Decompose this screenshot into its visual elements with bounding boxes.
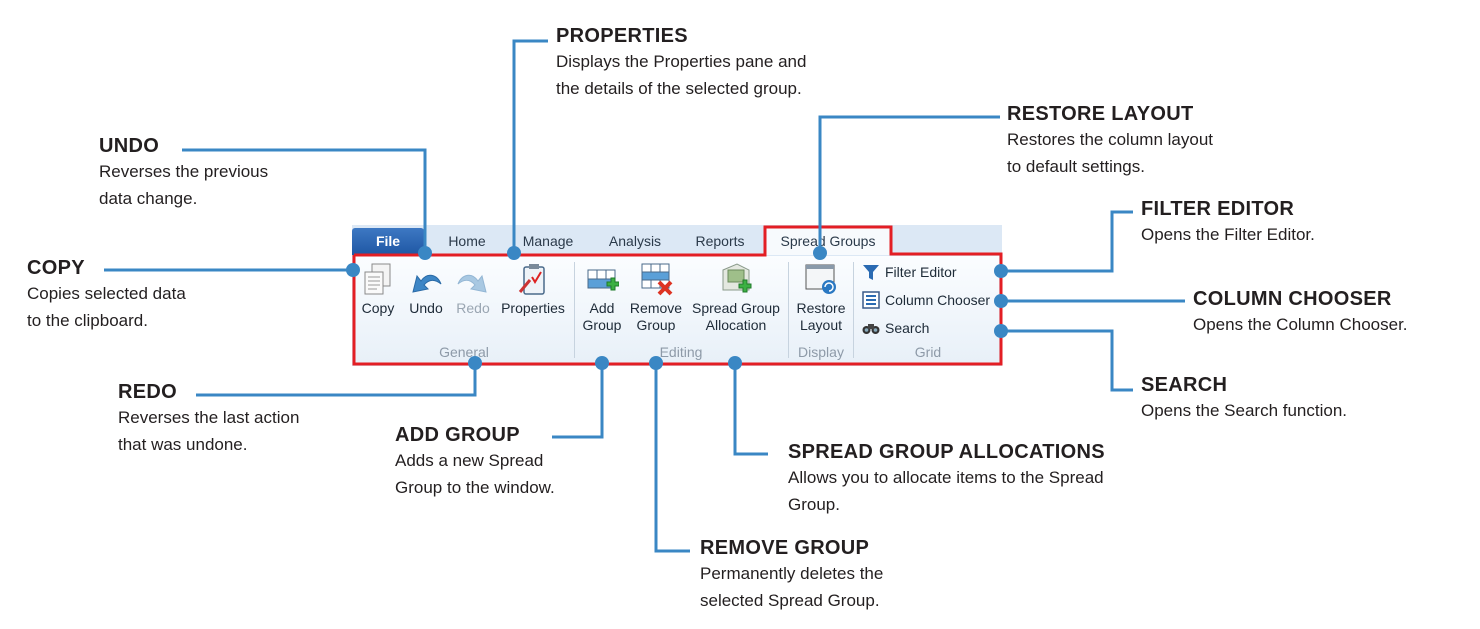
callout-add-group: ADD GROUP Adds a new Spread Group to the…: [395, 423, 555, 501]
callout-remove-group: REMOVE GROUP Permanently deletes the sel…: [700, 536, 883, 614]
group-separator: [853, 262, 854, 358]
callout-search: SEARCH Opens the Search function.: [1141, 373, 1347, 424]
remove-group-icon: [639, 262, 673, 298]
spread-group-allocation-label-line1: Spread Group: [692, 300, 780, 316]
ribbon-panel: [355, 256, 999, 363]
redo-button[interactable]: Redo: [452, 262, 494, 317]
copy-button[interactable]: Copy: [358, 262, 398, 317]
callout-description: Reverses the previous: [99, 162, 269, 181]
callout-undo: UNDO Reverses the previous data change.: [99, 134, 268, 212]
properties-label: Properties: [501, 300, 565, 316]
callout-description: Reverses the last action: [118, 408, 300, 427]
callout-description: Adds a new Spread: [395, 451, 544, 470]
group-label-general: General: [439, 344, 489, 360]
restore-layout-button[interactable]: Restore Layout: [792, 262, 850, 334]
column-chooser-label: Column Chooser: [885, 292, 991, 308]
properties-icon: [516, 262, 550, 298]
callout-column-chooser: COLUMN CHOOSER Opens the Column Chooser.: [1193, 287, 1408, 338]
restore-layout-icon: [804, 262, 838, 298]
callout-description: Permanently deletes the: [700, 564, 884, 583]
callout-title: COLUMN CHOOSER: [1193, 288, 1392, 310]
remove-group-label-line1: Remove: [629, 300, 683, 316]
callout-description: Group.: [788, 495, 840, 514]
callout-title: SPREAD GROUP ALLOCATIONS: [788, 441, 1105, 463]
tab-home[interactable]: Home: [448, 233, 486, 249]
properties-button[interactable]: Properties: [498, 262, 568, 317]
filter-editor-label: Filter Editor: [885, 264, 957, 280]
group-label-display: Display: [798, 344, 844, 360]
callout-filter-editor: FILTER EDITOR Opens the Filter Editor.: [1141, 197, 1315, 248]
group-separator: [574, 262, 575, 358]
callout-title: PROPERTIES: [556, 25, 688, 47]
spread-group-allocation-icon: [719, 262, 753, 298]
callout-description: the details of the selected group.: [556, 79, 802, 98]
callout-title: FILTER EDITOR: [1141, 198, 1295, 220]
callout-properties: PROPERTIES Displays the Properties pane …: [556, 24, 806, 102]
callout-restore-layout: RESTORE LAYOUT Restores the column layou…: [1007, 102, 1213, 180]
callout-description: Opens the Search function.: [1141, 401, 1348, 420]
remove-group-button[interactable]: Remove Group: [628, 262, 684, 334]
group-label-editing: Editing: [659, 344, 703, 360]
callout-description: Opens the Filter Editor.: [1141, 225, 1315, 244]
filter-icon: [862, 263, 880, 281]
undo-icon: [409, 262, 443, 298]
group-separator: [788, 262, 789, 358]
restore-layout-label-line2: Layout: [799, 317, 843, 333]
callout-description: that was undone.: [118, 435, 248, 454]
copy-label: Copy: [361, 300, 395, 316]
add-group-icon: [585, 262, 620, 298]
search-button[interactable]: Search: [862, 318, 929, 338]
callout-redo: REDO Reverses the last action that was u…: [118, 380, 299, 458]
spread-group-allocation-label-line2: Allocation: [705, 317, 767, 333]
callout-title: COPY: [27, 257, 85, 279]
callout-description: data change.: [99, 189, 198, 208]
search-label: Search: [885, 320, 930, 336]
binoculars-icon: [862, 319, 880, 337]
callout-description: Opens the Column Chooser.: [1193, 315, 1408, 334]
remove-group-label-line2: Group: [636, 317, 676, 333]
column-chooser-button[interactable]: Column Chooser: [862, 290, 990, 310]
redo-icon: [456, 262, 490, 298]
callout-title: UNDO: [99, 135, 160, 157]
undo-label: Undo: [409, 300, 443, 316]
redo-label: Redo: [456, 300, 490, 316]
callout-title: ADD GROUP: [395, 424, 520, 446]
filter-editor-button[interactable]: Filter Editor: [862, 262, 957, 282]
undo-button[interactable]: Undo: [404, 262, 448, 317]
callout-title: SEARCH: [1141, 374, 1228, 396]
add-group-label-line1: Add: [589, 300, 615, 316]
tab-reports[interactable]: Reports: [695, 233, 745, 249]
callout-title: REMOVE GROUP: [700, 537, 870, 559]
callout-title: RESTORE LAYOUT: [1007, 103, 1194, 125]
callout-spread-group-allocations: SPREAD GROUP ALLOCATIONS Allows you to a…: [788, 440, 1105, 518]
add-group-label-line2: Group: [582, 317, 622, 333]
callout-description: to the clipboard.: [27, 311, 148, 330]
copy-icon: [361, 262, 395, 298]
callout-copy: COPY Copies selected data to the clipboa…: [27, 256, 186, 334]
spread-group-allocation-button[interactable]: Spread Group Allocation: [688, 262, 784, 334]
column-chooser-icon: [862, 291, 880, 309]
tab-analysis[interactable]: Analysis: [608, 233, 662, 249]
callout-title: REDO: [118, 381, 177, 403]
add-group-button[interactable]: Add Group: [580, 262, 624, 334]
group-label-grid: Grid: [914, 344, 942, 360]
callout-description: Allows you to allocate items to the Spre…: [788, 468, 1104, 487]
restore-layout-label-line1: Restore: [796, 300, 846, 316]
callout-description: Group to the window.: [395, 478, 555, 497]
callout-description: Copies selected data: [27, 284, 186, 303]
callout-description: selected Spread Group.: [700, 591, 880, 610]
callout-description: Displays the Properties pane and: [556, 52, 807, 71]
callout-description: to default settings.: [1007, 157, 1145, 176]
callout-description: Restores the column layout: [1007, 130, 1213, 149]
